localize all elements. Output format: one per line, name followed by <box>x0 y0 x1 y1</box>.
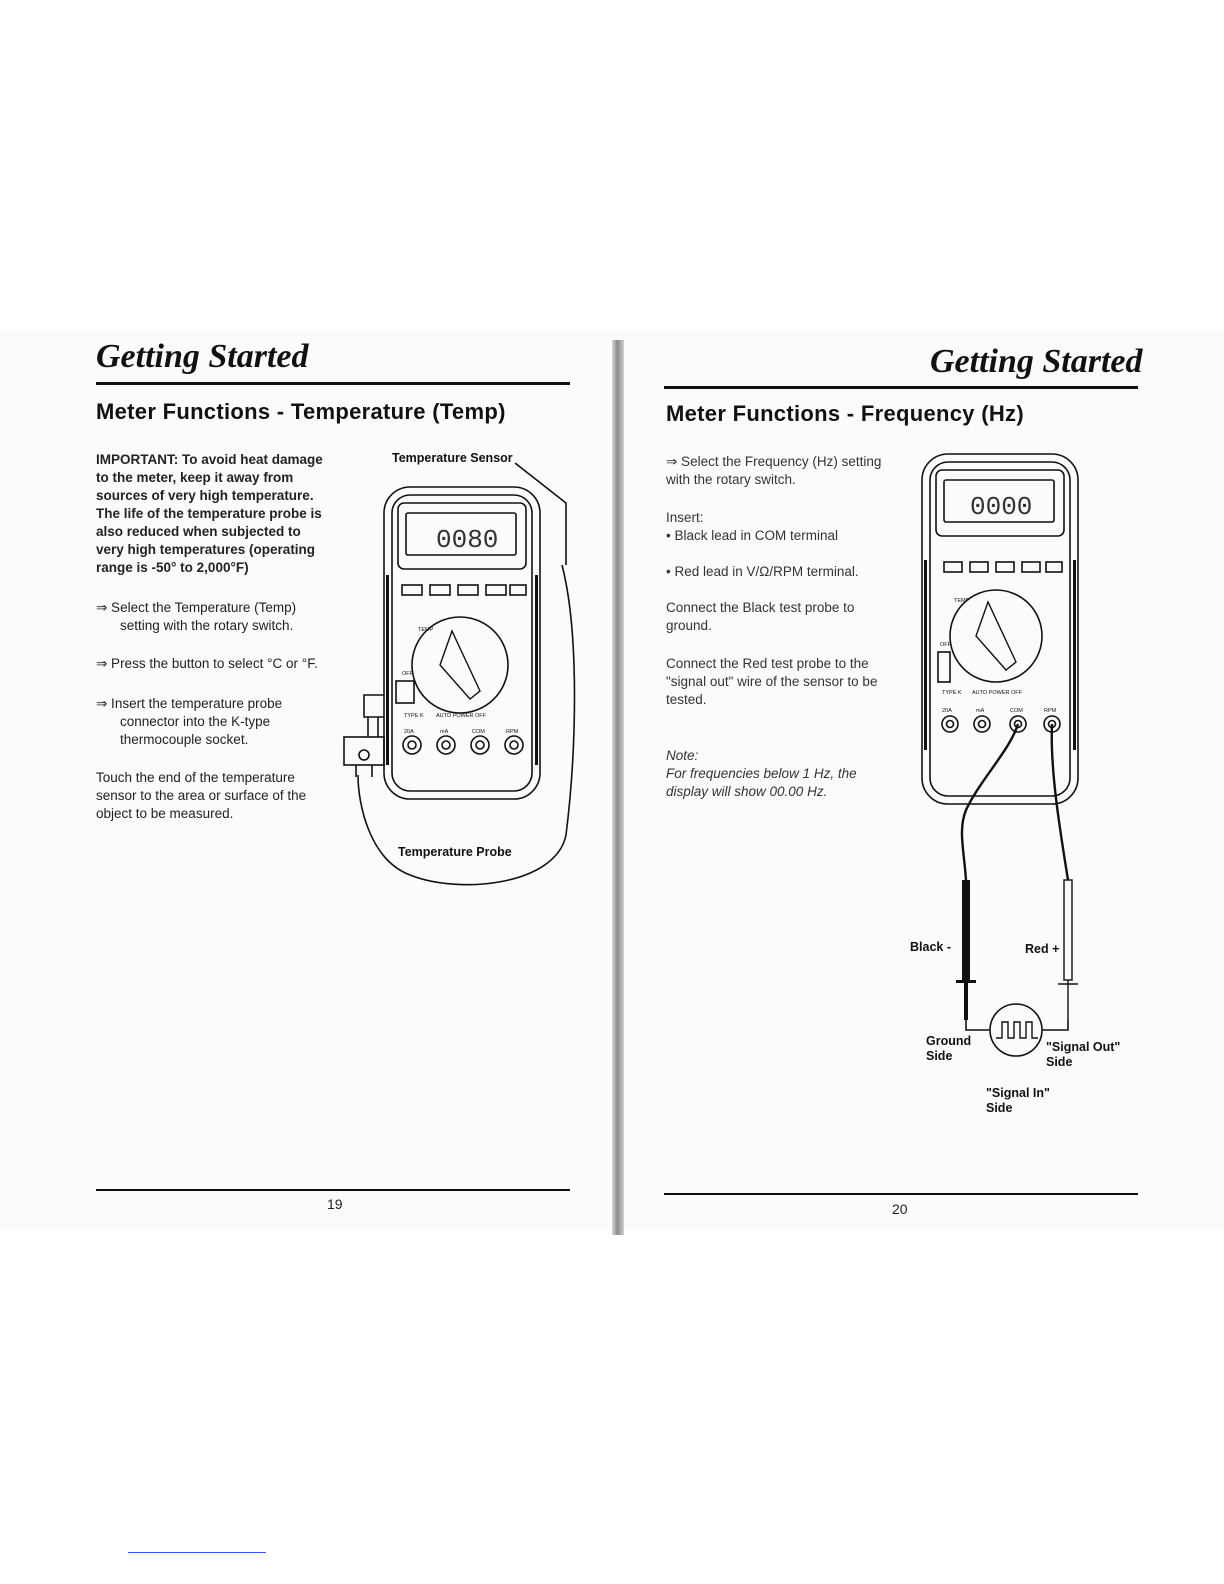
touch-instruction: Touch the end of the temperature sensor … <box>96 770 307 821</box>
type-k-label: TYPE K <box>942 690 962 696</box>
jack-ma <box>436 735 456 755</box>
step-press-button: ⇒ Press the button to select °C or °F. <box>96 656 318 671</box>
auto-power-off-label: AUTO POWER OFF <box>972 690 1023 696</box>
connect-black-instruction: Connect the Black test probe to ground. <box>666 600 855 633</box>
sensor-leader-line <box>514 462 567 565</box>
probe-plug <box>343 736 385 766</box>
left-section-title: Meter Functions - Temperature (Temp) <box>96 399 506 424</box>
bullet-red-lead: • Red lead in V/Ω/RPM terminal. <box>666 564 859 579</box>
lcd-frame <box>397 502 527 570</box>
lcd-reading: 0000 <box>970 492 1032 522</box>
square-wave <box>996 1021 1038 1039</box>
important-note: IMPORTANT: To avoid heat damage to the m… <box>96 452 323 575</box>
connect-red-instruction: Connect the Red test probe to the "signa… <box>666 656 878 707</box>
dial-off-label: OFF <box>402 671 414 677</box>
jack-ma <box>973 715 991 733</box>
signal-out-side-label: "Signal Out" Side <box>1046 1040 1121 1069</box>
dial-temp-label: TEMP <box>954 598 970 604</box>
jack-rpm <box>504 735 524 755</box>
left-header-title: Getting Started <box>96 338 309 375</box>
k-type-connector <box>363 694 384 718</box>
jack-ma-label: mA <box>440 729 449 735</box>
jack-20a-label: 20A <box>404 729 414 735</box>
note-body: For frequencies below 1 Hz, the display … <box>666 766 857 799</box>
lcd-frame <box>935 469 1065 537</box>
jack-com-label: COM <box>1010 708 1023 714</box>
left-header-rule <box>96 382 570 385</box>
thermocouple-socket <box>937 651 951 683</box>
jack-com-label: COM <box>472 729 485 735</box>
frequency-meter-figure: 0000 TYPE K AUTO POWER OFF 20A mA COM RP… <box>921 453 1079 1057</box>
temperature-sensor-label: Temperature Sensor <box>392 451 513 465</box>
black-probe-label: Black - <box>910 940 951 954</box>
dial-pointer <box>975 600 1017 671</box>
black-lead-wire <box>960 723 1020 881</box>
dial-off-label: OFF <box>940 642 952 648</box>
rotary-dial <box>411 616 509 714</box>
jack-20a <box>941 715 959 733</box>
rotary-dial <box>949 589 1043 683</box>
temperature-probe-label: Temperature Probe <box>398 845 512 859</box>
jack-rpm-label: RPM <box>1044 708 1057 714</box>
thermocouple-socket <box>395 680 415 704</box>
temperature-meter-figure: 0080 TYPE K AUTO POWER OFF 20A mA COM RP… <box>343 462 576 886</box>
type-k-label: TYPE K <box>404 713 424 719</box>
dial-temp-label: TEMP <box>418 627 434 633</box>
lcd-screen <box>405 512 517 556</box>
lcd-screen <box>943 479 1055 523</box>
red-lead-wire <box>1050 723 1070 881</box>
right-body-text: ⇒ Select the Frequency (Hz) setting with… <box>666 453 892 801</box>
step-select-temp: ⇒ Select the Temperature (Temp) setting … <box>96 600 297 633</box>
probe-cable <box>357 564 576 886</box>
jack-20a <box>402 735 422 755</box>
signal-in-side-label: "Signal In" Side <box>986 1086 1050 1115</box>
link-underline <box>128 1552 266 1553</box>
meter-body <box>921 453 1079 805</box>
dial-pointer <box>439 629 481 700</box>
right-page-number: 20 <box>892 1201 908 1217</box>
left-footer-rule <box>96 1189 570 1191</box>
ground-side-label: Ground Side <box>926 1034 972 1063</box>
left-body-text: IMPORTANT: To avoid heat damage to the m… <box>96 451 324 837</box>
auto-power-off-label: AUTO POWER OFF <box>436 713 487 719</box>
bullet-black-lead: • Black lead in COM terminal <box>666 528 839 543</box>
jack-com <box>470 735 490 755</box>
black-probe <box>962 880 970 980</box>
left-page-number: 19 <box>327 1196 343 1212</box>
insert-heading: Insert: <box>666 510 704 525</box>
right-footer-rule <box>664 1193 1138 1195</box>
jack-ma-label: mA <box>976 708 985 714</box>
jack-20a-label: 20A <box>942 708 952 714</box>
lcd-reading: 0080 <box>436 525 498 555</box>
book-gutter <box>612 340 624 1235</box>
right-header-title: Getting Started <box>930 343 1143 380</box>
jack-com <box>1009 715 1027 733</box>
red-probe <box>1063 879 1073 981</box>
step-insert-probe: ⇒ Insert the temperature probe connector… <box>96 696 283 747</box>
sensor-symbol <box>989 1003 1043 1057</box>
jack-rpm-label: RPM <box>506 729 519 735</box>
red-probe-label: Red + <box>1025 942 1060 956</box>
step-select-frequency: ⇒ Select the Frequency (Hz) setting with… <box>666 454 882 487</box>
note-heading: Note: <box>666 748 699 763</box>
right-header-rule <box>664 386 1138 389</box>
right-section-title: Meter Functions - Frequency (Hz) <box>666 401 1024 426</box>
meter-body <box>383 486 541 800</box>
